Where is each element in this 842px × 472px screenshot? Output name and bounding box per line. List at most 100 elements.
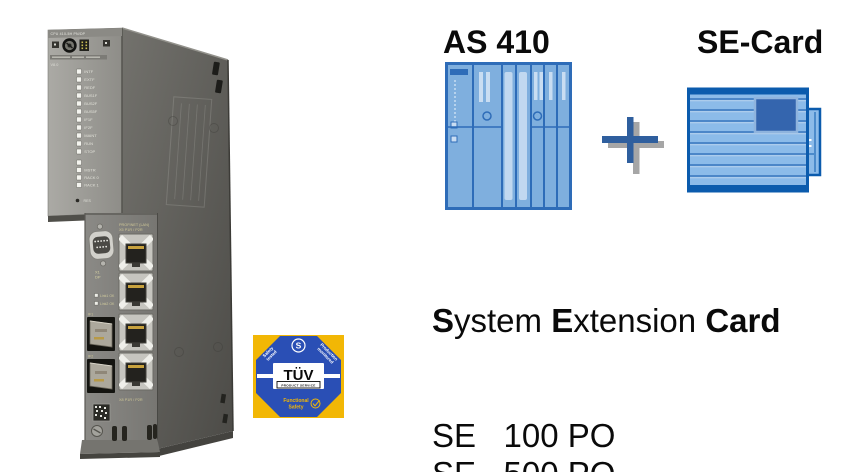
as410-rack-drawing [445,62,572,210]
led-row: BUS1F [76,92,98,99]
se-card-drawing [687,87,822,193]
plus-cross [602,117,658,163]
link2-label: Link2 OK [100,302,115,306]
led-row: EXTF [76,76,95,83]
qr-label [92,403,111,422]
as410-title: AS 410 [443,24,550,60]
led-row: RACK 0 [76,174,100,181]
led-indicator [76,84,82,91]
tuv-wordmark: TÜV [284,367,314,384]
led-label: RACK 1 [84,183,99,188]
led-row: MSTR [76,167,96,173]
led-label: REDF [84,85,95,90]
x1-label: X1 [95,270,101,275]
led-label: INTF [84,69,93,74]
module-side-panel [121,27,234,449]
led-row: BUS2F [76,100,98,107]
sfp-port-2 [86,358,116,394]
led-panel-bottom: MSTR RACK 0 RACK 1 [76,159,100,188]
led-indicator [76,108,82,115]
led-label: EXTF [84,77,95,82]
svg-text:Functional: Functional [283,398,309,404]
profinet-label: PROFINET (LAN) [119,223,150,227]
connector-bay: X1 DP PROFINET (LAN) X5 P1R / P2R Link1 … [84,213,157,441]
badge-functional-safety: Functional Safety [283,398,309,411]
if2-label: IF2 [88,355,93,359]
rj45-port-2 [119,273,153,310]
sfp-port-1 [86,316,116,352]
heading-segment: xtension [573,301,706,339]
led-indicator [76,124,82,131]
led-row [76,159,82,166]
led-indicator [76,116,82,123]
plc-module-photo: CPU 410-5H PN/DP V8. [47,27,234,459]
card-bottom-band [690,185,806,190]
led-label: BUS2F [84,101,97,106]
led-indicator [76,140,82,147]
led-row: REDF [76,84,96,91]
rack-slot-dividers [472,64,558,208]
led-label: BUS5F [84,109,97,114]
se-card-list: System Extension Card SE 100 POSE 500 PO… [432,225,798,472]
module-base [80,431,233,459]
plus-shadow [608,122,664,174]
x8-label: X8 P1R / P2R [119,398,143,402]
rack-slot-details [447,69,570,200]
if1-label: IF1 [88,313,93,317]
card-top-band [690,90,806,95]
led-label: BUS1F [84,93,97,98]
led-row: MAINT [76,132,97,139]
led-row: STOP [76,148,95,155]
version-label: V8.0 [51,63,59,67]
led-indicator [76,76,82,83]
side-vent-slots [212,61,229,424]
mounting-screw [91,425,103,437]
tuv-badge: S Safety tested Production monitored TÜV… [253,335,344,418]
plus-icon [602,117,664,174]
side-recess-circles [168,116,223,357]
heading-segment: Card [705,301,781,339]
link-leds: Link1 OK Link2 OK [94,293,115,306]
led-row: BUS5F [76,108,98,115]
led-label: STOP [84,149,95,154]
led-indicator [76,148,82,155]
led-indicator [76,68,82,75]
heading-segment: ystem [454,301,552,339]
checkmark-icon [310,398,321,409]
led-row: IF1F [76,116,93,123]
reset-label: RES [84,199,92,203]
led-label: RUN [84,141,93,146]
led-label: RACK 0 [84,175,99,180]
rj45-port-1 [119,234,153,271]
led-indicator [76,182,82,188]
order-number-strip [50,55,107,60]
led-indicator [76,167,82,173]
svg-text:PRODUCT SERVICE: PRODUCT SERVICE [281,384,315,388]
rj45-port-4 [119,353,153,390]
led-row: INTF [76,68,94,75]
db9-connector [88,223,115,267]
side-etched-label [165,96,213,208]
led-indicator [76,159,82,166]
dp-label: DP [95,275,101,280]
led-label: MAINT [84,133,97,138]
secard-title: SE-Card [697,24,824,60]
led-indicator [76,100,82,107]
module-faceplate: CPU 410-5H PN/DP V8. [47,27,123,222]
se-card-options: SE 100 POSE 500 POSE 1000 POSE 1600 POSE… [432,417,798,472]
s-emblem-icon: S [291,338,306,353]
led-label: MSTR [84,168,95,173]
system-extension-card-heading: System Extension Card [432,302,798,340]
led-row: RACK 1 [76,182,100,188]
x5-label: X5 P1R / P2R [119,228,143,232]
svg-text:Safety: Safety [288,405,303,411]
led-indicator [76,92,82,99]
led-row: RUN [76,140,93,147]
mode-switch [52,38,110,53]
led-indicator [76,132,82,139]
led-label: IF2F [84,125,93,130]
bottom-vent-slots [112,424,157,441]
svg-text:S: S [296,341,302,351]
led-row: IF2F [76,124,93,131]
